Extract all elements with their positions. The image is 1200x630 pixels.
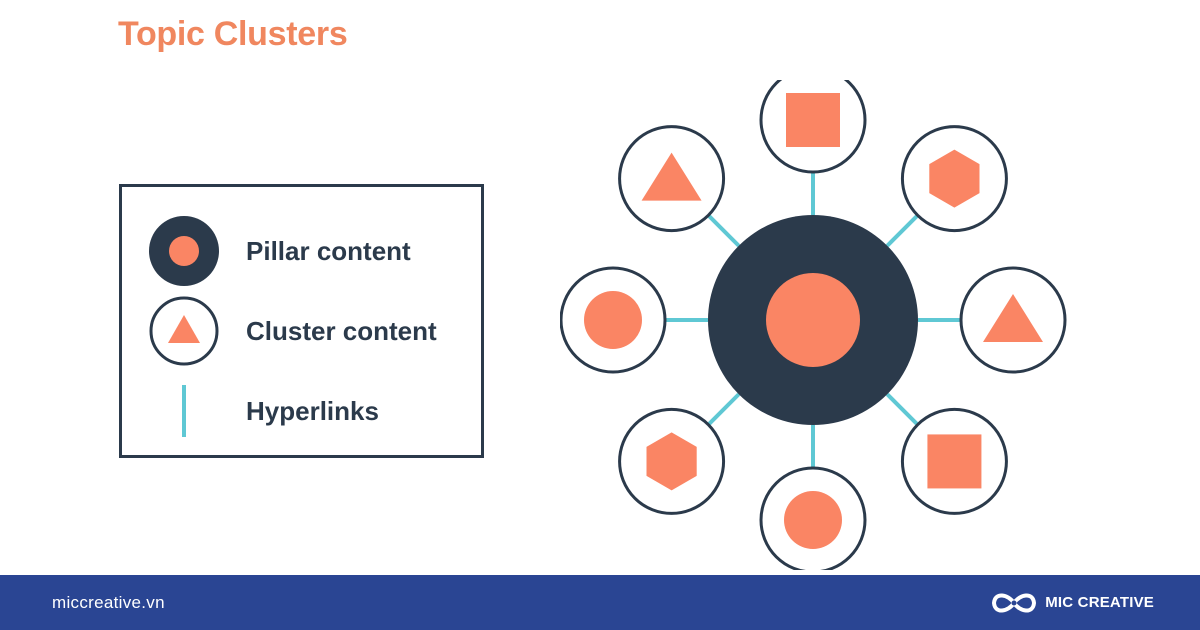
legend-box: Pillar content Cluster content Hyperlink… xyxy=(119,184,484,458)
hyperlink-lines xyxy=(665,172,961,468)
square-shape-icon xyxy=(786,93,840,147)
infinity-logo-icon xyxy=(992,593,1037,612)
circle-shape-icon xyxy=(584,291,642,349)
triangle-shape-icon xyxy=(641,152,702,201)
pillar-icon xyxy=(149,216,219,286)
cluster-node xyxy=(759,466,867,570)
cluster-icon xyxy=(149,296,219,366)
page-title: Topic Clusters xyxy=(118,15,348,53)
legend-label-pillar: Pillar content xyxy=(246,236,411,266)
cluster-node xyxy=(618,125,726,233)
hyperlink-line xyxy=(885,392,920,427)
cluster-node xyxy=(900,125,1008,233)
triangle-shape-icon xyxy=(983,294,1043,342)
legend-label-hyperlinks: Hyperlinks xyxy=(246,396,379,426)
hexagon-shape-icon xyxy=(646,432,697,491)
legend-item-cluster: Cluster content xyxy=(122,291,481,371)
cluster-node xyxy=(618,407,726,515)
pillar-inner-circle xyxy=(766,273,860,367)
square-shape-icon xyxy=(927,434,982,489)
footer-website[interactable]: miccreative.vn xyxy=(52,593,165,612)
cluster-nodes xyxy=(560,80,1067,570)
hyperlink-line xyxy=(706,213,741,248)
legend-label-cluster: Cluster content xyxy=(246,316,437,346)
legend-item-hyperlinks: Hyperlinks xyxy=(122,371,481,451)
footer-bar: miccreative.vn MIC CREATIVE xyxy=(0,575,1200,630)
cluster-node xyxy=(759,80,867,174)
circle-shape-icon xyxy=(784,491,842,549)
cluster-node xyxy=(900,407,1008,515)
hyperlink-line xyxy=(885,213,920,248)
topic-cluster-diagram xyxy=(560,80,1067,570)
hexagon-shape-icon xyxy=(929,149,980,208)
cluster-node xyxy=(959,266,1067,374)
brand-name: MIC CREATIVE xyxy=(1045,594,1154,611)
footer-brand: MIC CREATIVE xyxy=(989,575,1154,630)
hyperlink-icon xyxy=(182,385,186,437)
legend-item-pillar: Pillar content xyxy=(122,211,481,291)
hyperlink-line xyxy=(706,392,741,427)
cluster-node xyxy=(560,266,667,374)
